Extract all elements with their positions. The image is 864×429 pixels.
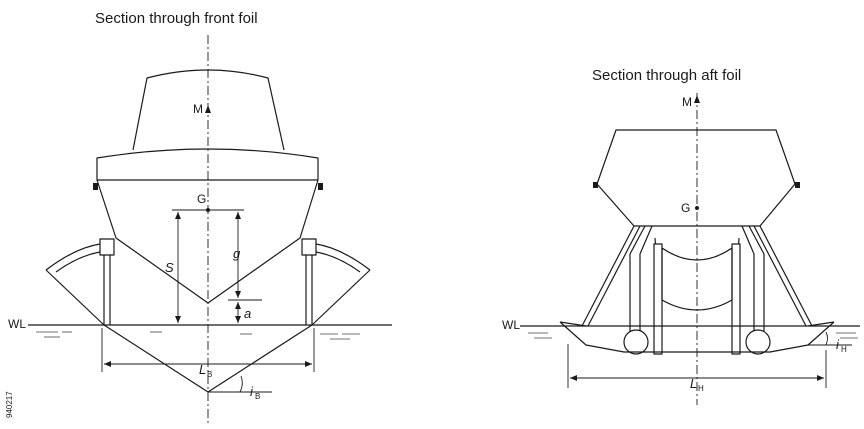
front-water-ripples — [36, 331, 360, 340]
front-label-i-sub: B — [255, 392, 260, 401]
front-hull — [96, 148, 319, 304]
front-title: Section through front foil — [95, 10, 258, 27]
aft-center-pod — [661, 247, 733, 311]
aft-right-outer-strut — [753, 225, 813, 327]
front-label-i: i — [250, 384, 254, 399]
aft-label-wl: WL — [502, 318, 520, 332]
front-label-g: G — [197, 192, 206, 206]
aft-foil-section: Section through aft foil M G — [502, 67, 860, 405]
front-label-l-sub: B — [207, 370, 212, 379]
aft-label-i-sub: H — [841, 345, 847, 354]
front-left-fender — [93, 183, 98, 190]
front-right-foil-strut — [301, 238, 371, 326]
aft-label-g: G — [681, 201, 690, 215]
aft-left-nacelle — [623, 329, 649, 355]
front-label-m: M — [193, 102, 203, 116]
aft-foil-tips — [559, 321, 835, 327]
aft-m-marker — [694, 95, 700, 103]
front-label-wl: WL — [8, 317, 26, 331]
aft-label-l-sub: H — [698, 384, 704, 393]
aft-right-nacelle — [745, 329, 771, 355]
front-foil-section: Section through front foil M G — [5, 10, 392, 425]
aft-hull — [596, 129, 796, 227]
front-label-l: L — [199, 362, 206, 377]
front-superstructure — [132, 69, 285, 151]
aft-left-fender — [593, 182, 598, 188]
aft-label-l: L — [690, 376, 697, 391]
front-angle-arc — [239, 375, 243, 393]
front-label-s: S — [165, 260, 174, 275]
aft-water-ripples — [528, 332, 858, 339]
front-label-g-small: g — [233, 246, 241, 261]
front-left-foil-strut — [45, 238, 115, 326]
aft-left-outer-strut — [581, 225, 641, 327]
aft-g-point — [695, 206, 699, 210]
aft-angle-arc — [825, 331, 828, 346]
front-label-a: a — [244, 306, 251, 321]
aft-title: Section through aft foil — [592, 67, 741, 84]
aft-foil — [559, 321, 835, 353]
front-m-marker — [205, 105, 211, 113]
aft-label-i: i — [836, 337, 840, 352]
aft-right-fender — [795, 182, 800, 188]
front-right-fender — [318, 183, 323, 190]
aft-label-m: M — [682, 95, 692, 109]
figure-code: 940217 — [5, 391, 14, 418]
